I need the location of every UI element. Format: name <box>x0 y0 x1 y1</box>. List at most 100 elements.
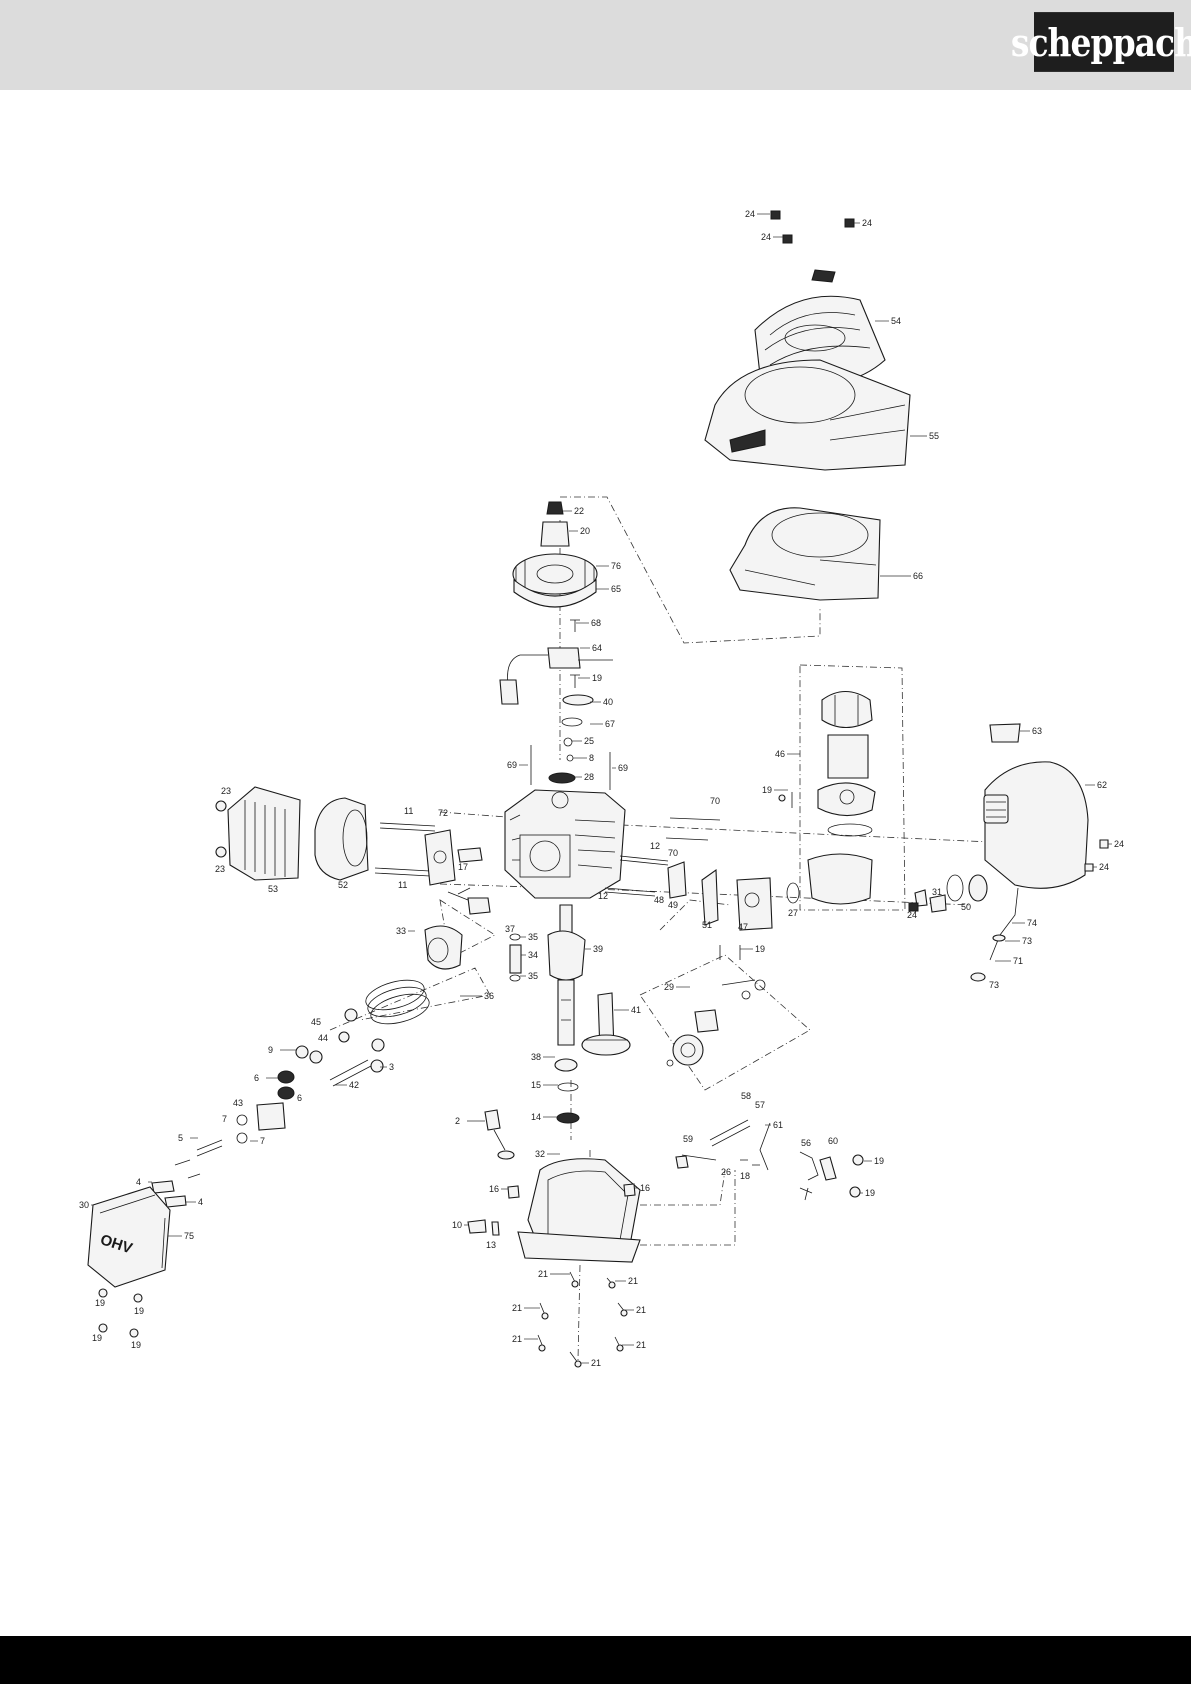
part-label: 19 <box>134 1306 144 1316</box>
part-label: 74 <box>1027 918 1037 928</box>
part-label: 7 <box>260 1136 265 1146</box>
part-label: 46 <box>775 749 785 759</box>
wrist-pin-parts <box>509 933 522 982</box>
part-label: 16 <box>640 1183 650 1193</box>
part-label: 22 <box>574 506 584 516</box>
part-label: 19 <box>865 1188 875 1198</box>
part-label: 18 <box>740 1171 750 1181</box>
part-label: 28 <box>584 772 594 782</box>
part-label: 73 <box>1022 936 1032 946</box>
brand-logo: scheppach <box>1011 12 1191 72</box>
part-label: 14 <box>531 1112 541 1122</box>
part-label: 69 <box>507 760 517 770</box>
carburetor-parts <box>667 861 800 931</box>
part-label: 39 <box>593 944 603 954</box>
part-label: 27 <box>788 908 798 918</box>
small-parts-top <box>530 619 611 790</box>
part-label: 51 <box>702 920 712 930</box>
part-label: 3 <box>389 1062 394 1072</box>
fuel-tank <box>970 723 1109 982</box>
part-label: 23 <box>221 786 231 796</box>
part-label: 33 <box>396 926 406 936</box>
part-label: 19 <box>92 1333 102 1343</box>
part-label: 49 <box>668 900 678 910</box>
part-label: 62 <box>1097 780 1107 790</box>
part-label: 48 <box>654 895 664 905</box>
part-label: 8 <box>589 753 594 763</box>
oil-seals-bearings <box>554 1058 580 1124</box>
part-label: 76 <box>611 561 621 571</box>
fan-cover <box>704 359 911 471</box>
part-label: 30 <box>79 1200 89 1210</box>
crankcase-cover <box>517 1158 641 1263</box>
part-label: 24 <box>761 232 771 242</box>
part-label: 20 <box>580 526 590 536</box>
part-label: 21 <box>512 1334 522 1344</box>
part-label: 45 <box>311 1017 321 1027</box>
camshaft <box>581 992 631 1056</box>
cover-screws <box>98 1288 143 1338</box>
part-label: 4 <box>198 1197 203 1207</box>
footer-bar <box>0 1636 1191 1684</box>
header-bar <box>0 0 1191 90</box>
valve-train-parts <box>424 887 491 970</box>
part-label: 47 <box>738 922 748 932</box>
part-label: 15 <box>531 1080 541 1090</box>
part-label: 55 <box>929 431 939 441</box>
part-label: 69 <box>618 763 628 773</box>
part-label: 70 <box>668 848 678 858</box>
part-label: 59 <box>683 1134 693 1144</box>
air-filter-assembly <box>791 690 876 905</box>
part-label: 19 <box>755 944 765 954</box>
fuel-valve-parts <box>914 874 988 913</box>
part-label: 11 <box>398 880 407 890</box>
part-label: 21 <box>591 1358 601 1368</box>
part-label: 5 <box>178 1133 183 1143</box>
part-label: 75 <box>184 1231 194 1241</box>
part-label: 24 <box>862 218 872 228</box>
part-label: 35 <box>528 971 538 981</box>
valve-cover: OHV <box>87 1186 171 1288</box>
valves-springs <box>151 1008 385 1208</box>
part-label: 29 <box>664 982 674 992</box>
part-label: 21 <box>636 1305 646 1315</box>
part-label: 41 <box>631 1005 641 1015</box>
part-label: 63 <box>1032 726 1042 736</box>
part-label: 21 <box>538 1269 548 1279</box>
engine-block <box>504 789 626 899</box>
part-label: 68 <box>591 618 601 628</box>
part-label: 16 <box>489 1184 499 1194</box>
part-label: 19 <box>762 785 772 795</box>
part-label: 57 <box>755 1100 765 1110</box>
part-label: 66 <box>913 571 923 581</box>
part-label: 61 <box>773 1120 783 1130</box>
top-nuts <box>770 210 919 912</box>
spark-plug <box>457 847 483 863</box>
part-label: 26 <box>721 1167 731 1177</box>
part-label: 17 <box>458 862 468 872</box>
part-label: 10 <box>452 1220 462 1230</box>
part-label: 31 <box>932 887 942 897</box>
ignition-coil <box>499 647 613 705</box>
crankshaft <box>547 904 586 1046</box>
part-label: 43 <box>233 1098 243 1108</box>
part-label: 53 <box>268 884 278 894</box>
part-label: 24 <box>745 209 755 219</box>
part-label: 19 <box>592 673 602 683</box>
part-label: 58 <box>741 1091 751 1101</box>
part-label: 7 <box>222 1114 227 1124</box>
part-label: 71 <box>1013 956 1023 966</box>
part-label: 72 <box>438 808 448 818</box>
flywheel-assembly <box>512 501 598 608</box>
part-label: 34 <box>528 950 538 960</box>
part-label: 38 <box>531 1052 541 1062</box>
sump-bolts <box>537 1271 628 1368</box>
part-label: 19 <box>95 1298 105 1308</box>
part-label: 9 <box>268 1045 273 1055</box>
piston-rings <box>365 979 430 1025</box>
part-label: 32 <box>535 1149 545 1159</box>
part-label: 13 <box>486 1240 496 1250</box>
part-label: 54 <box>891 316 901 326</box>
muffler <box>314 797 369 881</box>
engine-shroud <box>729 507 881 601</box>
